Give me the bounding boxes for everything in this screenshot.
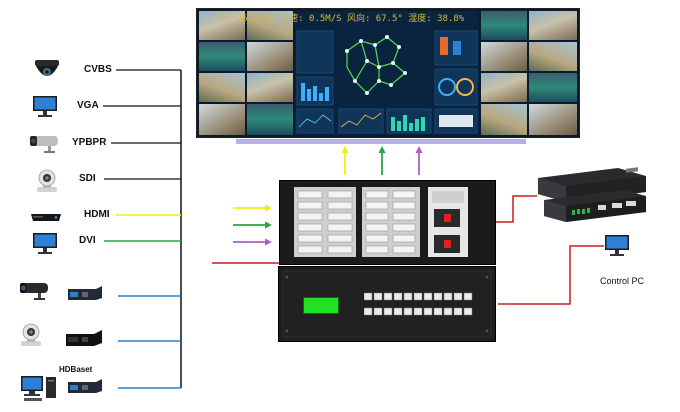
wall-dashboard — [295, 11, 479, 135]
purple-up-arrow — [415, 146, 423, 153]
ptz-camera-icon — [21, 323, 41, 346]
video-wall: 气: 25-33°C 风速: 0.5M/S 风向: 67.5° 湿度: 38.8… — [196, 8, 580, 138]
hdbaset-extender-icon — [66, 330, 102, 346]
sdi-label: SDI — [79, 173, 96, 184]
ptz-camera-icon — [37, 169, 57, 192]
hdmi-player-icon — [31, 214, 61, 221]
green-arrow — [265, 221, 272, 229]
monitor-icon — [33, 233, 57, 254]
control-pc-link-line — [498, 245, 604, 305]
dome-camera-icon — [35, 60, 59, 76]
hdbaset-label: HDBaset — [59, 365, 93, 374]
hdbaset-extender-icon — [68, 379, 102, 393]
purple-arrow — [265, 238, 272, 246]
matrix-lcd-display — [303, 297, 339, 314]
control-pc-label: Control PC — [600, 276, 645, 286]
yellow-arrow — [265, 204, 272, 212]
green-up-arrow — [378, 146, 386, 153]
hdmi-label: HDMI — [84, 209, 110, 220]
control-pc-icon — [605, 235, 629, 256]
video-wall-ticker: 气: 25-33°C 风速: 0.5M/S 风向: 67.5° 湿度: 38.8… — [217, 14, 465, 24]
hdbaset-extender-icon — [68, 286, 102, 300]
vga-label: VGA — [77, 100, 99, 111]
control-host-device-icon — [538, 167, 646, 222]
matrix-switcher — [278, 266, 496, 342]
ypbpr-label: YPBPR — [72, 137, 107, 148]
computer-icon — [21, 376, 56, 401]
matrix-input-rack — [279, 180, 496, 265]
video-wall-base — [236, 139, 526, 144]
dvi-label: DVI — [79, 235, 96, 246]
monitor-icon — [33, 96, 57, 117]
bullet-camera-icon — [30, 136, 58, 153]
cvbs-label: CVBS — [84, 64, 112, 75]
yellow-up-arrow — [341, 146, 349, 153]
controller-link-line — [496, 195, 537, 223]
bullet-camera-icon — [20, 283, 48, 300]
matrix-button-panel — [364, 292, 473, 316]
